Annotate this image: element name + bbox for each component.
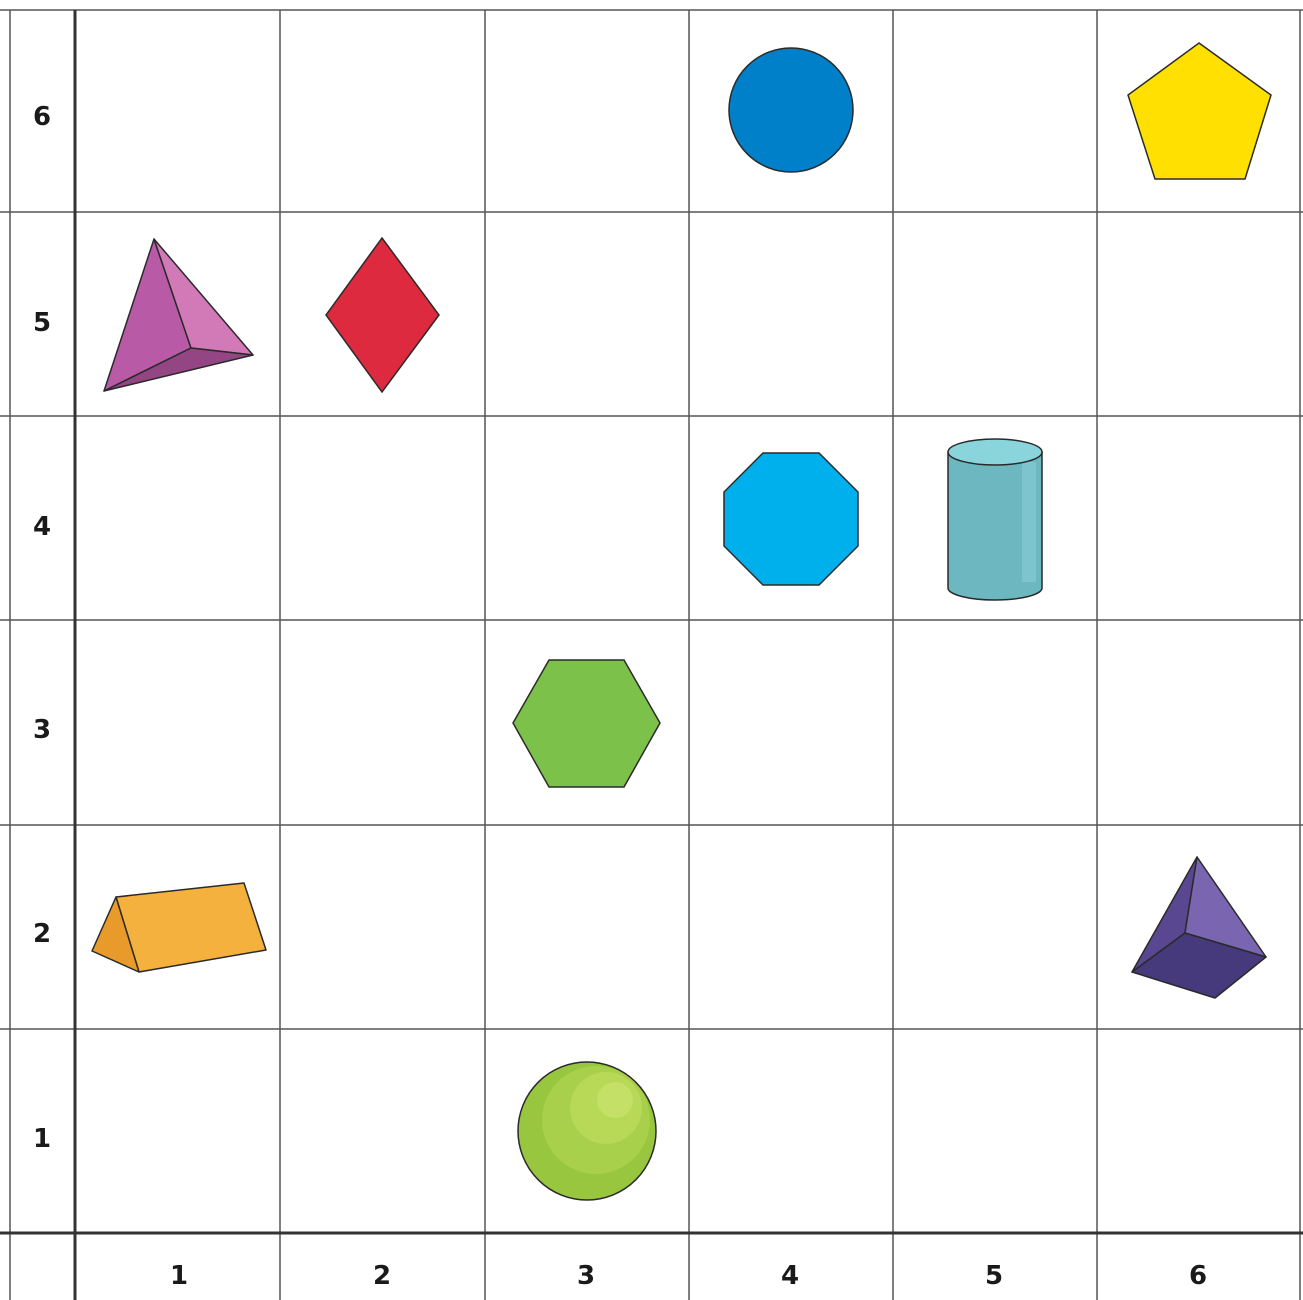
cyan-octagon	[724, 453, 858, 585]
green-sphere	[518, 1062, 656, 1200]
y-label-5: 5	[33, 308, 51, 338]
x-label-4: 4	[781, 1261, 799, 1291]
green-hexagon	[513, 660, 660, 787]
y-label-4: 4	[33, 512, 51, 542]
y-label-1: 1	[33, 1124, 51, 1154]
blue-circle	[729, 48, 853, 172]
teal-cylinder	[948, 439, 1042, 600]
x-label-5: 5	[985, 1261, 1003, 1291]
x-label-6: 6	[1189, 1261, 1207, 1291]
y-label-2: 2	[33, 919, 51, 949]
x-label-1: 1	[170, 1261, 188, 1291]
x-label-3: 3	[577, 1261, 595, 1291]
red-rhombus	[326, 238, 439, 392]
y-label-3: 3	[33, 715, 51, 745]
pink-triangular-pyramid	[104, 239, 253, 391]
y-label-6: 6	[33, 102, 51, 132]
yellow-pentagon	[1128, 43, 1271, 179]
x-label-2: 2	[373, 1261, 391, 1291]
orange-triangular-prism	[92, 883, 266, 972]
y-axis-labels: 6 5 4 3 2 1	[33, 102, 51, 1154]
purple-square-pyramid	[1132, 857, 1266, 998]
